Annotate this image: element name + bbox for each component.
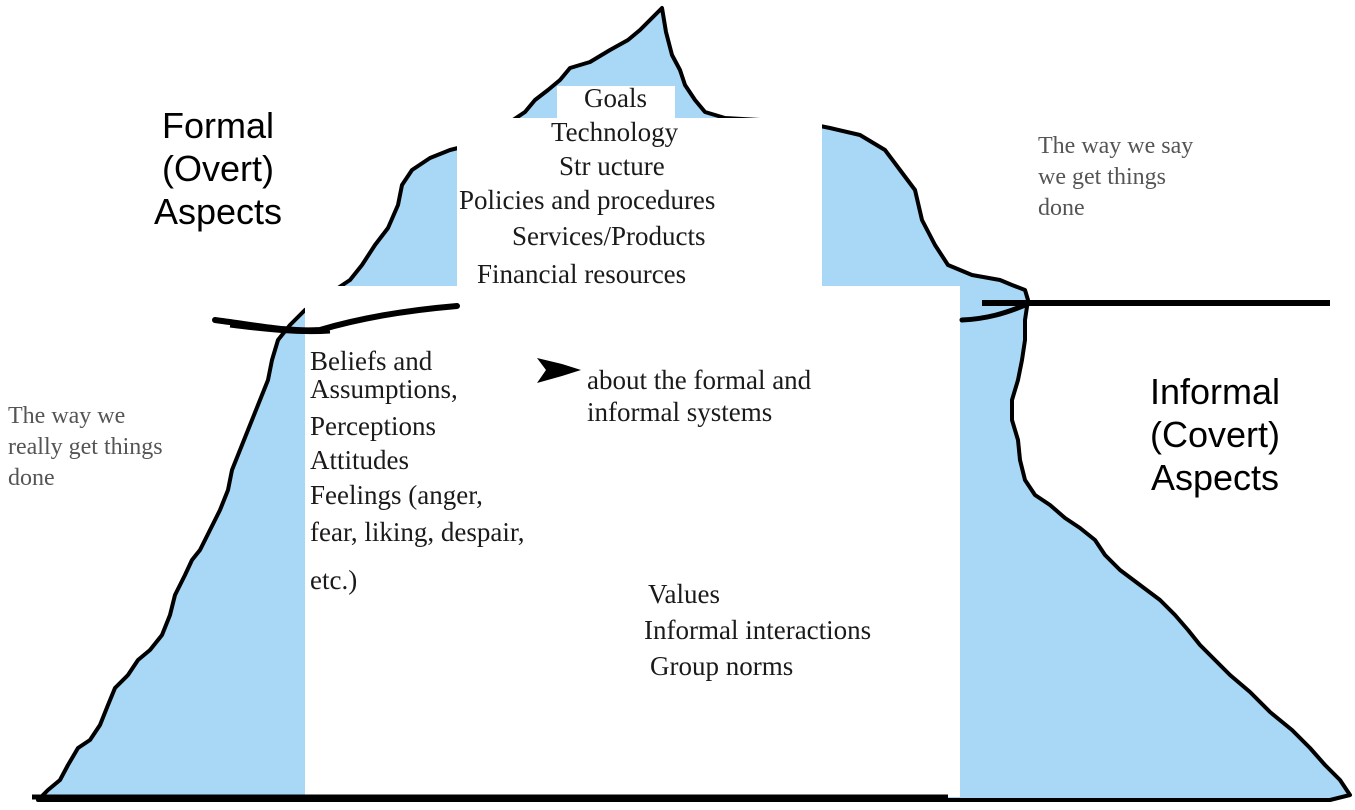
- formal-panel-top: [557, 86, 675, 118]
- values-line1: Values: [648, 579, 720, 609]
- formal-item-financial: Financial resources: [477, 259, 687, 289]
- informal-way-note: The way we really get things done: [8, 401, 163, 494]
- about-systems: about the formal and informal systems: [587, 364, 811, 428]
- about-line2: informal systems: [587, 397, 773, 427]
- beliefs-list: Beliefs and Assumptions, Perceptions Att…: [310, 348, 525, 601]
- formal-aspects-line3: Aspects: [153, 191, 283, 232]
- formal-panel: [457, 118, 822, 286]
- formal-way-line2: we get things: [1038, 164, 1166, 190]
- values-line2: Informal interactions: [644, 615, 872, 645]
- beliefs-line2: Assumptions,: [310, 374, 458, 404]
- formal-way-note: The way we say we get things done: [1038, 131, 1193, 224]
- formal-item-technology: Technology: [551, 117, 679, 147]
- informal-aspects-label: Informal (Covert) Aspects: [1135, 370, 1295, 499]
- informal-aspects-line1: Informal: [1149, 371, 1281, 412]
- waterline-left-echo: [229, 324, 331, 335]
- beliefs-line7: etc.): [310, 565, 358, 595]
- formal-way-line1: The way we say: [1038, 133, 1194, 159]
- formal-aspects-line1: Formal: [161, 105, 274, 146]
- informal-way-line1: The way we: [8, 403, 126, 429]
- values-line3: Group norms: [650, 651, 794, 681]
- beliefs-line6: fear, liking, despair,: [310, 517, 525, 547]
- formal-item-goals: Goals: [584, 83, 647, 113]
- informal-way-line2: really get things: [8, 434, 163, 460]
- formal-way-line3: done: [1038, 195, 1085, 221]
- about-line1: about the formal and: [587, 365, 812, 395]
- beliefs-line5: Feelings (anger,: [310, 480, 483, 510]
- arrow-icon: [537, 358, 581, 383]
- formal-item-services: Services/Products: [512, 221, 706, 251]
- waterline-left: [212, 303, 460, 334]
- informal-aspects-line3: Aspects: [1150, 457, 1280, 498]
- formal-item-policies: Policies and procedures: [459, 185, 716, 215]
- beliefs-line4: Attitudes: [310, 445, 409, 475]
- formal-item-structure: Str ucture: [559, 151, 665, 181]
- informal-way-line3: done: [8, 465, 55, 491]
- formal-aspects-label: Formal (Overt) Aspects: [148, 104, 288, 233]
- beliefs-line1: Beliefs and: [310, 346, 433, 376]
- formal-aspects-line2: (Overt): [162, 148, 274, 189]
- informal-panel: [305, 286, 960, 797]
- values-list: Values Informal interactions Group norms: [644, 576, 871, 684]
- informal-aspects-line2: (Covert): [1149, 414, 1280, 455]
- beliefs-line3: Perceptions: [310, 411, 436, 441]
